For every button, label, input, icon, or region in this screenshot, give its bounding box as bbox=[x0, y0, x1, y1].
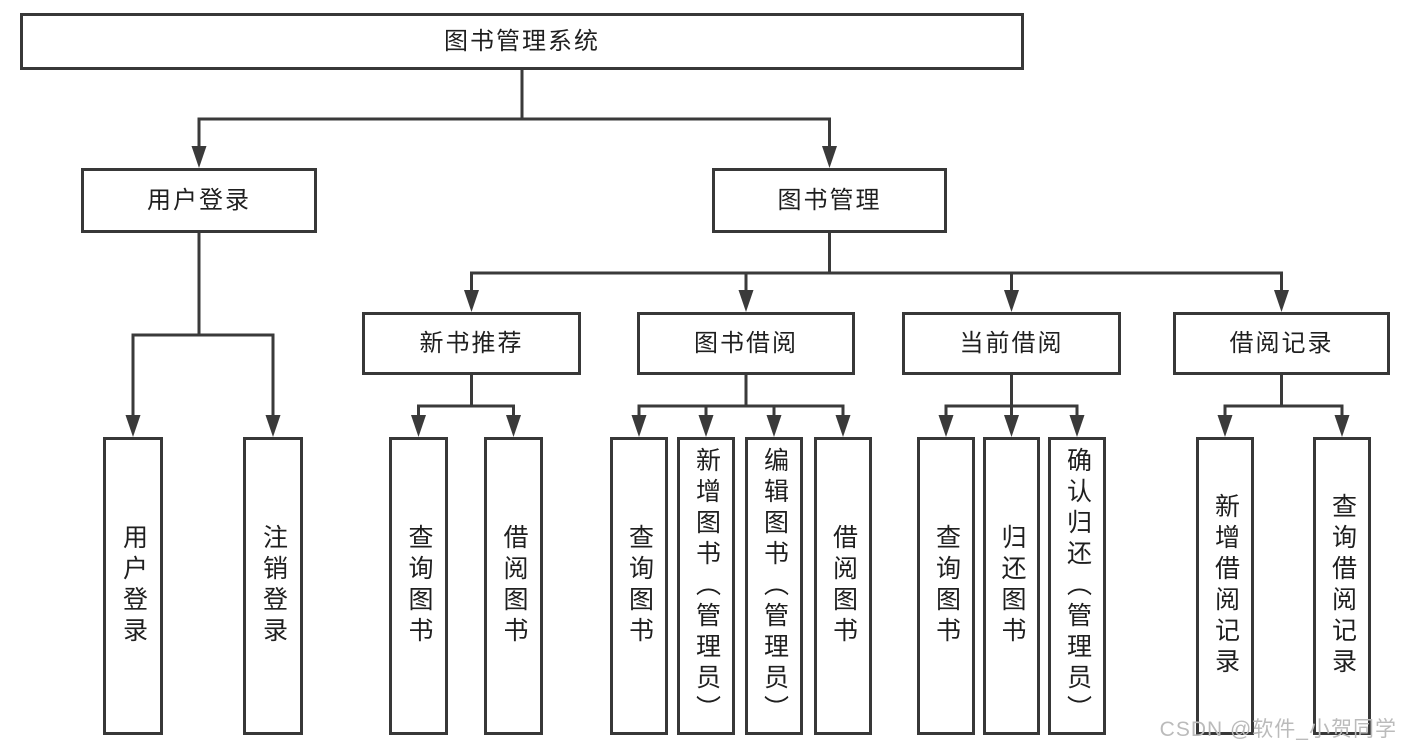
node-label-root: 图书管理系统 bbox=[444, 27, 600, 55]
arrowhead-icon bbox=[506, 415, 521, 437]
node-bb-query: 查询图书 bbox=[610, 437, 668, 735]
arrowhead-icon bbox=[835, 415, 851, 437]
arrowhead-icon bbox=[1004, 290, 1019, 312]
node-label-user-login: 用户登录 bbox=[147, 186, 251, 214]
arrowhead-icon bbox=[698, 415, 714, 437]
node-label-cb-query: 查询图书 bbox=[932, 524, 961, 648]
arrowhead-icon bbox=[1274, 290, 1289, 312]
arrowhead-icon bbox=[1334, 415, 1350, 437]
node-cb-confirm: 确认归还（管理员） bbox=[1048, 437, 1106, 735]
node-label-login: 用户登录 bbox=[119, 524, 148, 648]
node-label-cb-confirm: 确认归还（管理员） bbox=[1063, 446, 1092, 726]
arrowhead-icon bbox=[738, 290, 754, 312]
node-label-bb-add: 新增图书（管理员） bbox=[692, 446, 721, 726]
arrowhead-icon bbox=[766, 415, 782, 437]
node-label-bb-borrow: 借阅图书 bbox=[829, 524, 858, 648]
node-borrow-record: 借阅记录 bbox=[1173, 312, 1390, 375]
node-label-bb-query: 查询图书 bbox=[625, 524, 654, 648]
arrowhead-icon bbox=[1004, 415, 1019, 437]
node-label-borrow-record: 借阅记录 bbox=[1229, 329, 1334, 357]
node-label-book-mgmt: 图书管理 bbox=[777, 186, 882, 214]
node-book-borrow: 图书借阅 bbox=[637, 312, 855, 375]
node-label-new-book-rec: 新书推荐 bbox=[419, 329, 524, 357]
node-logout: 注销登录 bbox=[243, 437, 303, 735]
node-label-br-add: 新增借阅记录 bbox=[1211, 493, 1240, 679]
node-login: 用户登录 bbox=[103, 437, 163, 735]
node-new-book-rec: 新书推荐 bbox=[362, 312, 581, 375]
node-nb-borrow: 借阅图书 bbox=[484, 437, 543, 735]
arrowhead-icon bbox=[631, 415, 647, 437]
node-cb-query: 查询图书 bbox=[917, 437, 975, 735]
arrowhead-icon bbox=[265, 415, 281, 437]
arrowhead-icon bbox=[1217, 415, 1233, 437]
node-bb-borrow: 借阅图书 bbox=[814, 437, 872, 735]
node-nb-query: 查询图书 bbox=[389, 437, 448, 735]
arrowhead-icon bbox=[191, 146, 207, 168]
arrowhead-icon bbox=[411, 415, 426, 437]
node-br-query: 查询借阅记录 bbox=[1313, 437, 1371, 735]
node-root: 图书管理系统 bbox=[20, 13, 1024, 70]
arrowhead-icon bbox=[1069, 415, 1085, 437]
arrowhead-icon bbox=[464, 290, 479, 312]
node-label-cb-return: 归还图书 bbox=[998, 524, 1026, 648]
node-current-borrow: 当前借阅 bbox=[902, 312, 1121, 375]
node-user-login: 用户登录 bbox=[81, 168, 317, 233]
arrowhead-icon bbox=[822, 146, 837, 168]
arrowhead-icon bbox=[125, 415, 141, 437]
node-label-nb-borrow: 借阅图书 bbox=[500, 524, 528, 648]
node-label-nb-query: 查询图书 bbox=[405, 524, 433, 648]
node-label-current-borrow: 当前借阅 bbox=[959, 329, 1064, 357]
node-book-mgmt: 图书管理 bbox=[712, 168, 947, 233]
node-cb-return: 归还图书 bbox=[983, 437, 1040, 735]
node-br-add: 新增借阅记录 bbox=[1196, 437, 1254, 735]
node-bb-add: 新增图书（管理员） bbox=[677, 437, 735, 735]
arrowhead-icon bbox=[938, 415, 954, 437]
node-bb-edit: 编辑图书（管理员） bbox=[745, 437, 803, 735]
node-label-logout: 注销登录 bbox=[259, 524, 288, 648]
node-label-book-borrow: 图书借阅 bbox=[694, 329, 798, 357]
node-label-br-query: 查询借阅记录 bbox=[1328, 493, 1357, 679]
node-label-bb-edit: 编辑图书（管理员） bbox=[760, 446, 789, 726]
